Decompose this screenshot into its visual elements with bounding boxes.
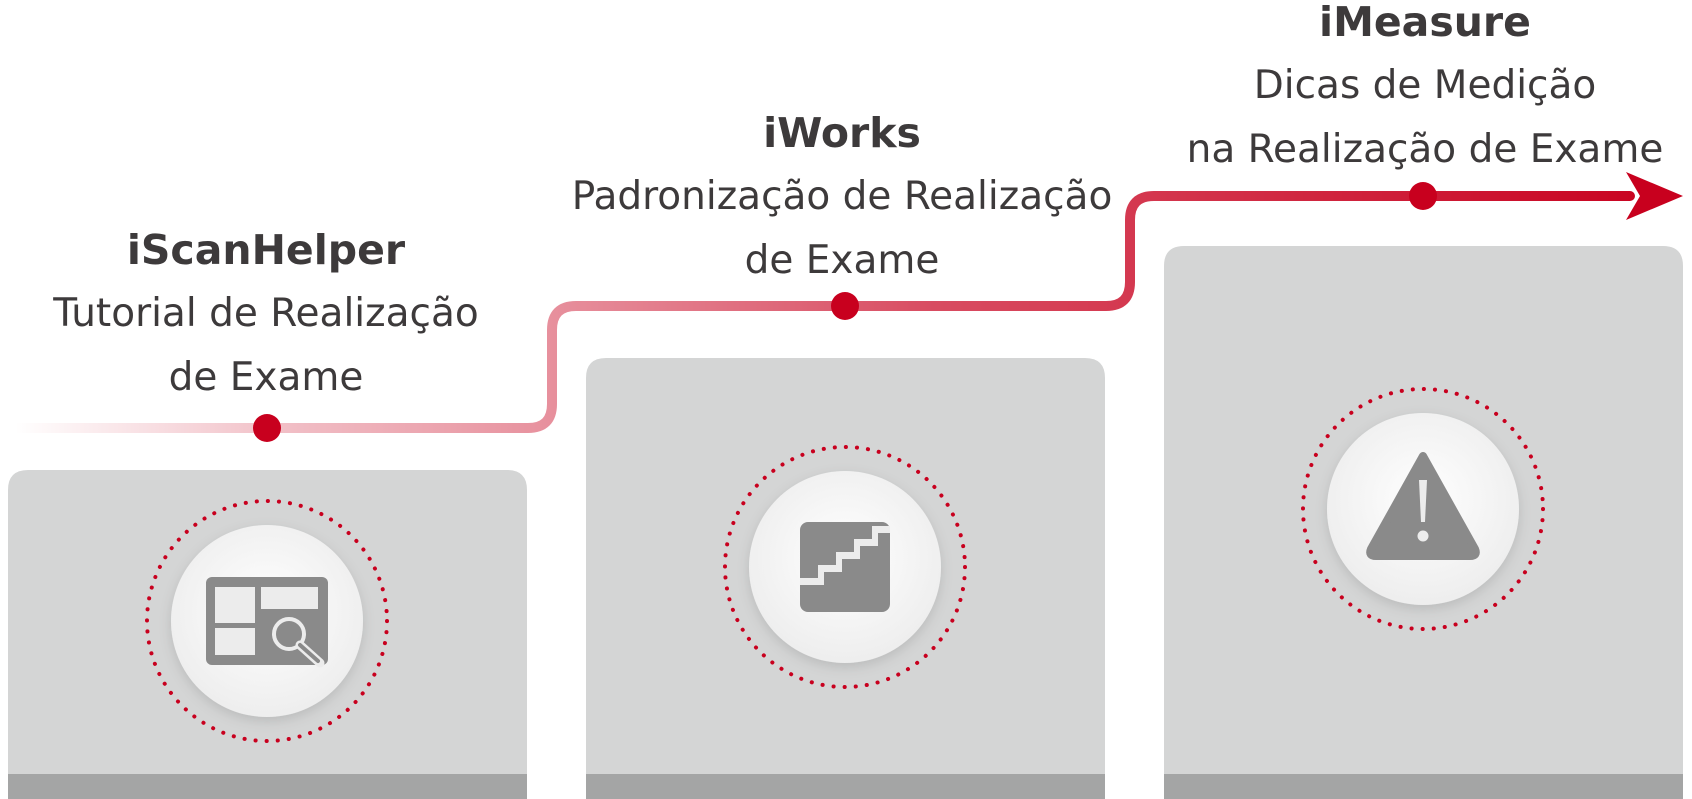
step-description-line: Padronização de Realização [571, 174, 1113, 219]
panel-base [1164, 774, 1683, 799]
milestone-dot [253, 414, 281, 442]
step-description-line: de Exame [168, 355, 364, 400]
stairs-icon [800, 522, 890, 612]
panel-base [586, 774, 1105, 799]
step-label-iworks: iWorks Padronização de Realização de Exa… [552, 101, 1132, 293]
milestone-dot [1409, 182, 1437, 210]
panel-base [8, 774, 527, 799]
dotted-ring [723, 445, 967, 689]
step-title: iWorks [763, 109, 921, 157]
dotted-ring [1301, 387, 1545, 631]
icon-group-iworks [723, 445, 967, 689]
milestone-dot [831, 292, 859, 320]
icon-group-imeasure [1301, 387, 1545, 631]
step-description-line: na Realização de Exame [1186, 127, 1664, 172]
step-title: iScanHelper [126, 226, 406, 274]
icon-group-iscanhelper [145, 499, 389, 743]
step-description-line: Dicas de Medição [1253, 63, 1597, 108]
warning-icon [1366, 452, 1480, 560]
dotted-ring [145, 499, 389, 743]
step-label-imeasure: iMeasure Dicas de Medição na Realização … [1165, 0, 1685, 182]
tutorial-scan-icon [206, 577, 328, 668]
step-label-iscanhelper: iScanHelper Tutorial de Realização de Ex… [16, 218, 516, 410]
arrow-head [1626, 172, 1683, 220]
step-description-line: de Exame [744, 238, 940, 283]
step-title: iMeasure [1319, 0, 1531, 46]
step-description-line: Tutorial de Realização [53, 291, 479, 336]
